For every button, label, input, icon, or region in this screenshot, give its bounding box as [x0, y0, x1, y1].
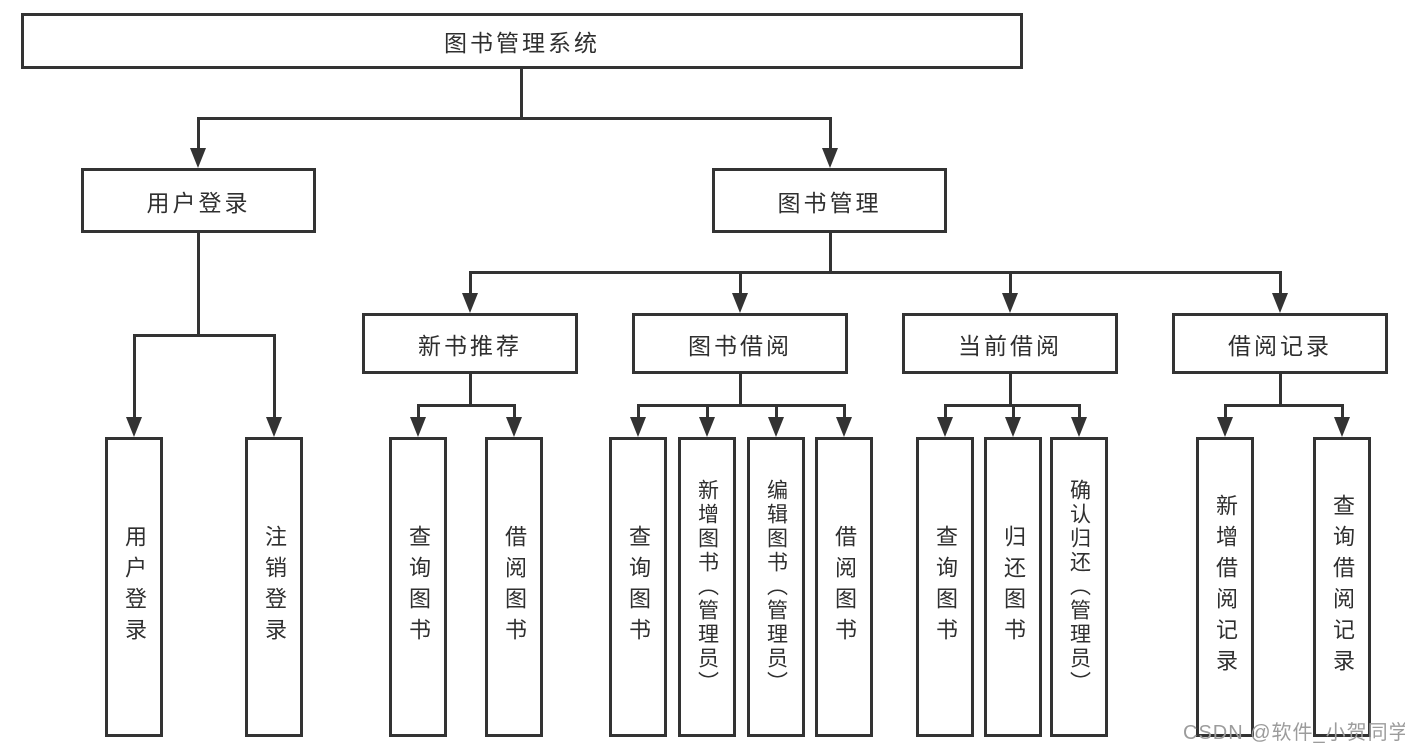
- leaf-cb-confirm-return-admin: 确认归还（管理员）: [1050, 437, 1108, 737]
- connector-level3-hbar: [469, 271, 1282, 274]
- arrowhead-cb-confirm: [1071, 417, 1087, 437]
- connector-drop-leaf-logout: [273, 334, 276, 420]
- connector-drop-nb-query: [417, 404, 420, 420]
- connector-bbw-stem: [739, 374, 742, 407]
- connector-drop-br-query: [1341, 404, 1344, 420]
- leaf-cb-query-books: 查询图书: [916, 437, 974, 737]
- connector-drop-current-borrowing: [1009, 271, 1012, 297]
- leaf-nb-borrow-books-label: 借阅图书: [502, 525, 527, 649]
- connector-drop-bb-query: [637, 404, 640, 420]
- node-book-borrowing: 图书借阅: [632, 313, 848, 374]
- connector-drop-bb-borrow: [843, 404, 846, 420]
- node-current-borrowing-label: 当前借阅: [958, 332, 1062, 359]
- arrowhead-bb-borrow: [836, 417, 852, 437]
- arrowhead-user-login: [190, 148, 206, 168]
- connector-nbr-hbar: [417, 404, 516, 407]
- leaf-br-query-borrow-record: 查询借阅记录: [1313, 437, 1371, 737]
- leaf-bb-query-books: 查询图书: [609, 437, 667, 737]
- connector-drop-cb-return: [1012, 404, 1015, 420]
- arrowhead-book-management: [822, 148, 838, 168]
- node-new-book-recommendation-label: 新书推荐: [418, 332, 522, 359]
- connector-drop-user-login: [197, 117, 200, 150]
- arrowhead-br-query: [1334, 417, 1350, 437]
- leaf-logout: 注销登录: [245, 437, 303, 737]
- arrowhead-borrowing-records: [1272, 293, 1288, 313]
- leaf-user-login: 用户登录: [105, 437, 163, 737]
- leaf-cb-query-books-label: 查询图书: [933, 525, 958, 649]
- leaf-bb-add-books-admin-label: 新增图书（管理员）: [695, 479, 719, 695]
- leaf-cb-return-books-label: 归还图书: [1001, 525, 1026, 649]
- connector-level2-hbar: [197, 117, 832, 120]
- leaf-bb-borrow-books-label: 借阅图书: [832, 525, 857, 649]
- connector-drop-borrowing-records: [1279, 271, 1282, 297]
- leaf-bb-borrow-books: 借阅图书: [815, 437, 873, 737]
- arrowhead-book-borrowing: [732, 293, 748, 313]
- connector-drop-book-borrowing: [739, 271, 742, 297]
- arrowhead-nb-borrow: [506, 417, 522, 437]
- arrowhead-bb-query: [630, 417, 646, 437]
- connector-drop-nb-borrow: [513, 404, 516, 420]
- leaf-br-query-borrow-record-label: 查询借阅记录: [1330, 494, 1355, 680]
- arrowhead-nb-query: [410, 417, 426, 437]
- node-library-system-label: 图书管理系统: [444, 30, 600, 56]
- arrowhead-br-add: [1217, 417, 1233, 437]
- arrowhead-leaf-logout: [266, 417, 282, 437]
- node-book-borrowing-label: 图书借阅: [688, 332, 792, 359]
- connector-brr-stem: [1279, 374, 1282, 407]
- leaf-nb-query-books-label: 查询图书: [406, 525, 431, 649]
- node-current-borrowing: 当前借阅: [902, 313, 1118, 374]
- leaf-logout-label: 注销登录: [262, 525, 287, 649]
- leaf-br-add-borrow-record: 新增借阅记录: [1196, 437, 1254, 737]
- connector-drop-book-management: [829, 117, 832, 150]
- node-book-management-label: 图书管理: [777, 189, 882, 216]
- connector-drop-cb-confirm: [1078, 404, 1081, 420]
- connector-user-login-hbar: [133, 334, 276, 337]
- leaf-bb-edit-books-admin: 编辑图书（管理员）: [747, 437, 805, 737]
- leaf-cb-return-books: 归还图书: [984, 437, 1042, 737]
- connector-book-management-stem: [829, 233, 832, 274]
- leaf-br-add-borrow-record-label: 新增借阅记录: [1213, 494, 1238, 680]
- connector-drop-leaf-user-login: [133, 334, 136, 420]
- csdn-watermark: CSDN @软件_小贺同学: [1183, 722, 1405, 744]
- leaf-nb-query-books: 查询图书: [389, 437, 447, 737]
- node-borrowing-records-label: 借阅记录: [1228, 332, 1332, 359]
- leaf-cb-confirm-return-admin-label: 确认归还（管理员）: [1067, 479, 1091, 695]
- connector-brr-hbar: [1224, 404, 1344, 407]
- leaf-bb-add-books-admin: 新增图书（管理员）: [678, 437, 736, 737]
- arrowhead-new-book-recommendation: [462, 293, 478, 313]
- arrowhead-bb-edit: [768, 417, 784, 437]
- connector-drop-bb-edit: [775, 404, 778, 420]
- connector-root-stem: [520, 69, 523, 118]
- arrowhead-current-borrowing: [1002, 293, 1018, 313]
- node-library-system: 图书管理系统: [21, 13, 1023, 69]
- leaf-bb-query-books-label: 查询图书: [626, 525, 651, 649]
- connector-user-login-stem: [197, 233, 200, 337]
- connector-drop-cb-query: [944, 404, 947, 420]
- node-user-login-label: 用户登录: [146, 189, 251, 216]
- node-book-management: 图书管理: [712, 168, 947, 233]
- arrowhead-cb-return: [1005, 417, 1021, 437]
- node-borrowing-records: 借阅记录: [1172, 313, 1388, 374]
- connector-nbr-stem: [469, 374, 472, 407]
- connector-drop-bb-add: [706, 404, 709, 420]
- leaf-bb-edit-books-admin-label: 编辑图书（管理员）: [764, 479, 788, 695]
- arrowhead-leaf-user-login: [126, 417, 142, 437]
- leaf-user-login-label: 用户登录: [122, 525, 147, 649]
- connector-drop-new-book-recommendation: [469, 271, 472, 297]
- node-user-login: 用户登录: [81, 168, 316, 233]
- arrowhead-cb-query: [937, 417, 953, 437]
- node-new-book-recommendation: 新书推荐: [362, 313, 578, 374]
- connector-drop-br-add: [1224, 404, 1227, 420]
- arrowhead-bb-add: [699, 417, 715, 437]
- connector-bbw-hbar: [637, 404, 846, 407]
- leaf-nb-borrow-books: 借阅图书: [485, 437, 543, 737]
- connector-cbw-stem: [1009, 374, 1012, 407]
